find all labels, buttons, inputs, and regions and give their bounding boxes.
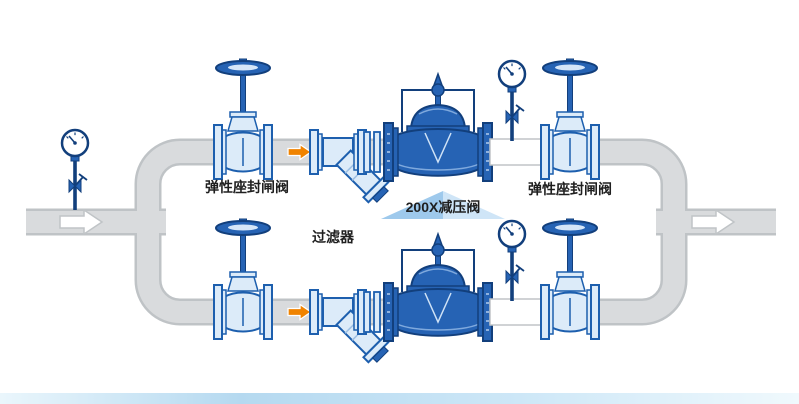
label-gate-valve-right: 弹性座封闸阀: [528, 181, 612, 197]
pressure-gauge-top-icon: [497, 59, 527, 143]
pressure-reducing-valve-top-icon: [383, 73, 493, 182]
bottom-accent-bar: [0, 393, 799, 404]
pressure-gauge-bottom-icon: [497, 219, 527, 303]
pipe-loop: [137, 141, 685, 323]
pressure-reducing-valve-bottom-icon: [383, 233, 493, 342]
label-gate-valve-left: 弹性座封闸阀: [205, 179, 289, 195]
highlight-triangle-left: [381, 191, 443, 219]
gate-valve-top-left-icon: [213, 58, 273, 180]
label-strainer: 过滤器: [312, 229, 355, 245]
gate-valve-bottom-right-icon: [540, 218, 600, 340]
highlight-triangle-right: [443, 191, 505, 219]
gauge-spool-top: [489, 138, 543, 166]
bottom-branch: [213, 218, 600, 368]
inlet-pressure-gauge-icon: [60, 128, 90, 212]
label-pressure-reducing-valve: 200X减压阀: [406, 199, 481, 215]
gauge-spool-bottom: [489, 298, 543, 326]
top-branch: [213, 58, 600, 208]
gate-valve-bottom-left-icon: [213, 218, 273, 340]
gate-valve-top-right-icon: [540, 58, 600, 180]
